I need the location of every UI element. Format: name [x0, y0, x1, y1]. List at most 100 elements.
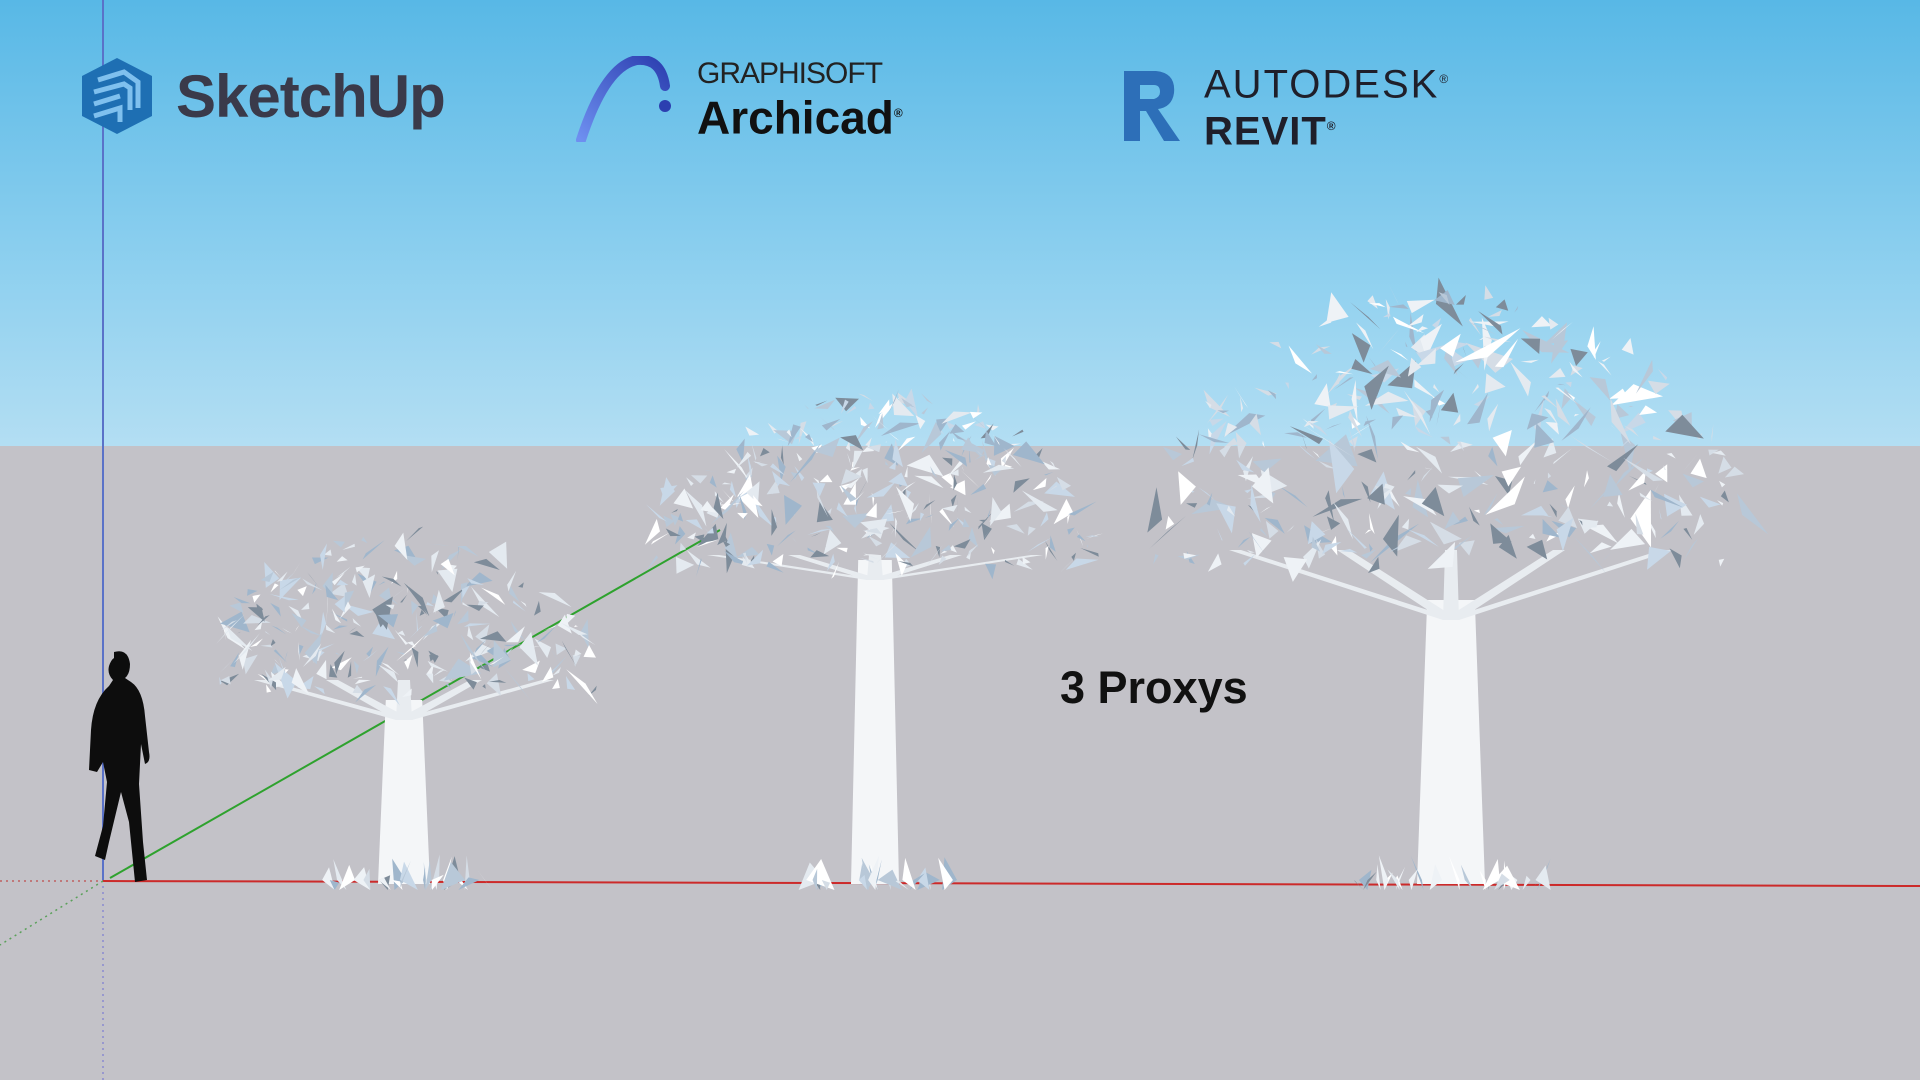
- leaf-facet: [406, 526, 424, 542]
- leaf-facet: [962, 518, 970, 528]
- leaf-facet: [1551, 321, 1573, 341]
- leaf-facet: [1544, 407, 1559, 426]
- leaf-facet: [1570, 348, 1588, 367]
- leaf-facet: [746, 481, 760, 504]
- leaf-facet: [862, 552, 879, 560]
- leaf-facet: [332, 608, 342, 624]
- leaf-facet: [1659, 508, 1662, 520]
- leaf-facet: [1541, 395, 1560, 410]
- leaf-facet: [713, 492, 724, 520]
- leaf-facet: [1557, 383, 1566, 386]
- tree-trunk: [378, 700, 430, 884]
- tree-branch: [1443, 550, 1459, 620]
- leaf-facet: [331, 572, 345, 586]
- leaf-facet: [1456, 441, 1464, 452]
- leaf-facet: [1041, 461, 1061, 470]
- leaf-facet: [752, 495, 763, 507]
- root-facet: [873, 859, 882, 890]
- tree-branch: [1229, 550, 1459, 620]
- leaf-facet: [1487, 403, 1499, 432]
- leaf-facet: [443, 658, 482, 681]
- leaf-facet: [534, 638, 552, 658]
- leaf-facet: [1288, 345, 1313, 374]
- leaf-facet: [970, 483, 987, 495]
- leaf-facet: [513, 600, 526, 612]
- leaf-facet: [1364, 391, 1409, 406]
- tree-branch: [396, 680, 412, 720]
- leaf-facet: [892, 393, 915, 417]
- tree-branch: [396, 680, 482, 720]
- leaf-facet: [1247, 504, 1259, 516]
- root-facet: [399, 861, 418, 890]
- leaf-facet: [1293, 440, 1316, 459]
- tree-branch: [326, 680, 412, 720]
- leaf-facet: [924, 514, 934, 519]
- leaf-facet: [216, 614, 245, 644]
- leaf-facet: [1217, 410, 1230, 414]
- root-facet: [917, 867, 930, 890]
- leaf-facet: [737, 512, 748, 519]
- leaf-facet: [426, 601, 435, 607]
- leaf-facet: [417, 605, 428, 615]
- leaf-facet: [950, 469, 959, 476]
- person-silhouette: [89, 651, 150, 882]
- leaf-facet: [291, 613, 307, 628]
- leaf-facet: [812, 482, 826, 497]
- leaf-facet: [1589, 542, 1612, 554]
- leaf-facet: [1364, 365, 1389, 410]
- leaf-facet: [1387, 283, 1399, 305]
- leaf-facet: [1249, 413, 1262, 436]
- leaf-facet: [348, 626, 358, 634]
- tree-proxy-3[interactable]: [1147, 277, 1769, 890]
- leaf-facet: [1623, 457, 1664, 482]
- leaf-facet: [1354, 387, 1390, 414]
- leaf-facet: [940, 550, 948, 555]
- leaf-facet: [453, 610, 456, 618]
- leaf-facet: [992, 434, 1000, 446]
- leaf-facet: [299, 644, 304, 656]
- leaf-facet: [745, 426, 760, 436]
- leaf-facet: [260, 571, 274, 582]
- leaf-facet: [463, 623, 491, 627]
- leaf-facet: [1416, 446, 1443, 474]
- leaf-facet: [1720, 490, 1729, 503]
- leaf-facet: [362, 649, 379, 662]
- leaf-facet: [1027, 526, 1036, 536]
- leaf-facet: [1384, 477, 1400, 507]
- leaf-facet: [273, 649, 287, 663]
- leaf-facet: [552, 678, 560, 690]
- leaf-facet: [352, 618, 362, 627]
- leaf-facet: [945, 421, 956, 430]
- leaf-facet: [646, 555, 659, 571]
- leaf-facet: [1076, 529, 1084, 547]
- leaf-facet: [1318, 460, 1337, 470]
- leaf-facet: [1425, 408, 1434, 419]
- leaf-facet: [1349, 302, 1381, 330]
- leaf-facet: [884, 542, 911, 559]
- leaf-facet: [1368, 303, 1386, 308]
- tree-proxy-2[interactable]: [644, 388, 1103, 890]
- leaf-facet: [534, 600, 541, 616]
- leaf-facet: [1462, 346, 1467, 358]
- leaf-facet: [1609, 388, 1629, 399]
- leaf-facet: [274, 570, 282, 579]
- tree-trunk: [1417, 600, 1485, 884]
- leaf-facet: [1071, 552, 1076, 561]
- leaf-facet: [574, 625, 578, 628]
- leaf-facet: [1246, 549, 1255, 553]
- tree-branch: [1443, 550, 1565, 620]
- leaf-facet: [1366, 415, 1378, 460]
- leaf-facet: [847, 452, 851, 467]
- leaf-facet: [953, 437, 955, 442]
- leaf-facet: [855, 491, 865, 501]
- root-facet: [322, 867, 335, 890]
- leaf-facet: [823, 529, 842, 555]
- tree-proxy-1[interactable]: [216, 526, 598, 890]
- root-facet: [938, 857, 953, 890]
- leaf-facet: [279, 576, 302, 591]
- leaf-facet: [741, 555, 755, 569]
- leaf-facet: [298, 642, 300, 661]
- leaf-facet: [1400, 441, 1420, 453]
- leaf-facet: [660, 485, 678, 500]
